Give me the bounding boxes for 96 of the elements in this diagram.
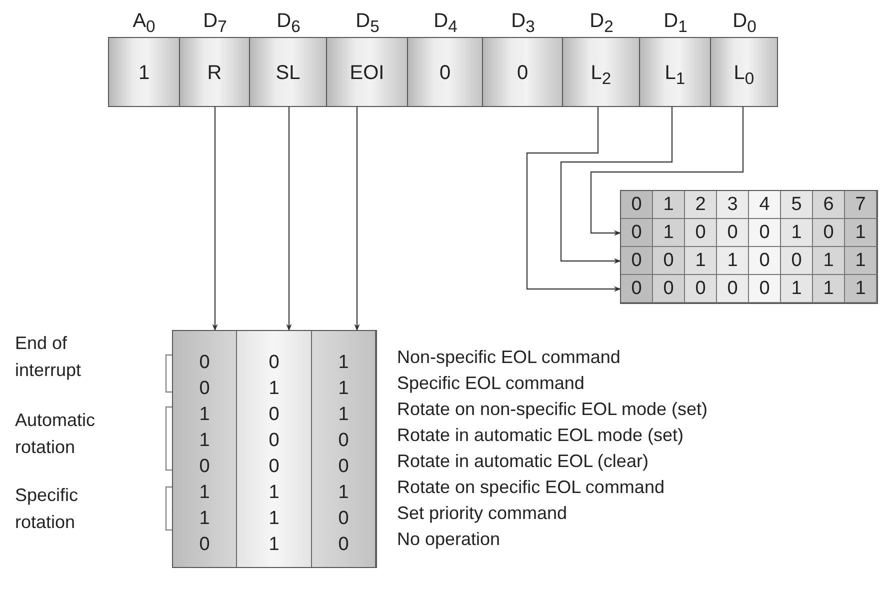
table-cell: 0 bbox=[653, 247, 685, 274]
bit-value: 0 bbox=[198, 377, 211, 401]
bit-value: 0 bbox=[337, 429, 350, 453]
table-cell: 0 bbox=[621, 219, 653, 246]
bit-value: 1 bbox=[268, 481, 280, 505]
bit-value: 1 bbox=[337, 351, 350, 375]
register-cell: R bbox=[180, 37, 250, 107]
bit-label: D$_{1}$ bbox=[662, 9, 688, 36]
table-column bbox=[237, 331, 312, 567]
table-frame bbox=[172, 330, 377, 568]
register-cell: L$_{2}$ bbox=[563, 37, 640, 107]
bit-value: 0 bbox=[198, 533, 211, 557]
table-cell: 0 bbox=[717, 275, 749, 302]
bit-value: 1 bbox=[268, 533, 280, 557]
table-row bbox=[621, 191, 878, 219]
bit-value: 0 bbox=[198, 351, 211, 375]
table-cell: 0 bbox=[749, 247, 781, 274]
table-cell: 1 bbox=[813, 275, 845, 302]
command-label: Rotate on specific EOL command bbox=[397, 476, 666, 499]
arrow bbox=[286, 107, 292, 331]
table-cell: 0 bbox=[781, 247, 813, 274]
bit-value: 0 bbox=[337, 533, 350, 557]
arrow bbox=[560, 107, 673, 264]
bit-label: A$_{0}$ bbox=[132, 9, 156, 36]
register-cell: L$_{0}$ bbox=[711, 37, 778, 107]
table-row bbox=[621, 275, 878, 303]
bit-label: D$_{6}$ bbox=[276, 9, 302, 36]
bit-value: 1 bbox=[198, 403, 211, 427]
bit-value: 0 bbox=[268, 429, 280, 453]
register-cell: SL bbox=[250, 37, 327, 107]
command-label: Rotate on non-specific EOL mode (set) bbox=[397, 398, 708, 421]
bit-label: D$_{2}$ bbox=[588, 9, 614, 36]
table-row bbox=[621, 247, 878, 275]
table-cell: 1 bbox=[781, 275, 813, 302]
table-cell: 1 bbox=[845, 275, 877, 302]
table-cell: 0 bbox=[749, 275, 781, 302]
bit-value: 0 bbox=[268, 403, 280, 427]
table-row bbox=[621, 219, 878, 247]
bit-label: D$_{7}$ bbox=[202, 9, 228, 36]
bit-value: 0 bbox=[337, 455, 350, 479]
arrow bbox=[590, 107, 744, 236]
table-column bbox=[173, 331, 237, 567]
table-cell: 1 bbox=[717, 247, 749, 274]
table-cell: 1 bbox=[653, 191, 685, 218]
table-cell: 1 bbox=[781, 219, 813, 246]
table-cell: 1 bbox=[813, 247, 845, 274]
register-cell: 0 bbox=[483, 37, 563, 107]
table-cell: 1 bbox=[653, 219, 685, 246]
bit-label: D$_{3}$ bbox=[510, 9, 536, 36]
bit-label: D$_{0}$ bbox=[732, 9, 758, 36]
table-cell: 0 bbox=[621, 247, 653, 274]
bit-value: 1 bbox=[337, 403, 350, 427]
table-cell: 5 bbox=[781, 191, 813, 218]
command-label: Non-specific EOL command bbox=[397, 346, 622, 369]
bit-value: 0 bbox=[268, 351, 280, 375]
bit-value: 1 bbox=[337, 377, 350, 401]
group-label: Automatic rotation bbox=[15, 409, 96, 459]
register-cell: 0 bbox=[408, 37, 483, 107]
arrow bbox=[212, 107, 218, 331]
table-frame bbox=[620, 190, 878, 304]
table-cell: 1 bbox=[845, 219, 877, 246]
table-cell: 0 bbox=[813, 219, 845, 246]
table-cell: 4 bbox=[749, 191, 781, 218]
register-cell: EOI bbox=[327, 37, 408, 107]
table-cell: 0 bbox=[749, 219, 781, 246]
table-cell: 0 bbox=[717, 219, 749, 246]
table-cell: 0 bbox=[621, 275, 653, 302]
bit-value: 1 bbox=[268, 377, 280, 401]
bit-value: 1 bbox=[198, 481, 211, 505]
command-label: Set priority command bbox=[397, 502, 568, 525]
table-cell: 0 bbox=[621, 191, 653, 218]
bit-label: D$_{4}$ bbox=[432, 9, 458, 36]
table-cell: 1 bbox=[845, 247, 877, 274]
command-label: No operation bbox=[397, 528, 502, 551]
table-cell: 7 bbox=[845, 191, 877, 218]
table-column bbox=[312, 331, 376, 567]
table-cell: 0 bbox=[653, 275, 685, 302]
table-cell: 3 bbox=[717, 191, 749, 218]
command-label: Rotate in automatic EOL (clear) bbox=[397, 450, 650, 473]
group-label: Specific rotation bbox=[15, 484, 80, 534]
table-cell: 6 bbox=[813, 191, 845, 218]
arrow bbox=[354, 107, 360, 331]
bit-value: 1 bbox=[268, 507, 280, 531]
bit-value: 0 bbox=[337, 507, 350, 531]
command-label: Specific EOL command bbox=[397, 372, 586, 395]
bit-value: 0 bbox=[198, 455, 211, 479]
bit-value: 0 bbox=[268, 455, 280, 479]
arrow bbox=[526, 107, 621, 292]
bit-value: 1 bbox=[198, 429, 211, 453]
group-label: End of interrupt bbox=[15, 332, 82, 382]
register-cell: L$_{1}$ bbox=[640, 37, 711, 107]
bit-label: D$_{5}$ bbox=[354, 9, 380, 36]
bit-value: 1 bbox=[198, 507, 211, 531]
bit-value: 1 bbox=[337, 481, 350, 505]
register-cell: 1 bbox=[108, 37, 180, 107]
command-label: Rotate in automatic EOL mode (set) bbox=[397, 424, 684, 447]
